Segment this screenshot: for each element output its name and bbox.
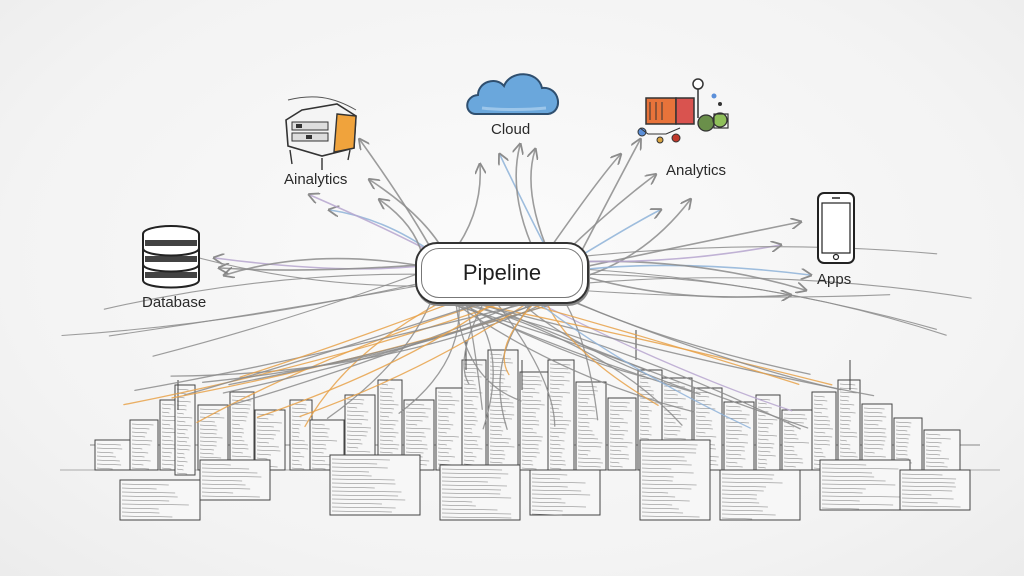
apps-label: Apps bbox=[817, 271, 852, 288]
database-label: Database bbox=[142, 294, 207, 311]
database-icon bbox=[142, 225, 200, 289]
smartphone-icon bbox=[817, 192, 855, 264]
server-icon bbox=[285, 96, 357, 170]
cloud-icon bbox=[466, 73, 559, 115]
city-skyline bbox=[60, 330, 1000, 521]
analytics-dashboard-icon bbox=[637, 78, 729, 144]
pipeline-node: Pipeline bbox=[415, 242, 589, 304]
analytics-left-label: Ainalytics bbox=[284, 171, 348, 188]
pipeline-label: Pipeline bbox=[462, 260, 542, 285]
analytics-right-label: Analytics bbox=[666, 162, 727, 179]
cloud-label: Cloud bbox=[491, 121, 531, 138]
